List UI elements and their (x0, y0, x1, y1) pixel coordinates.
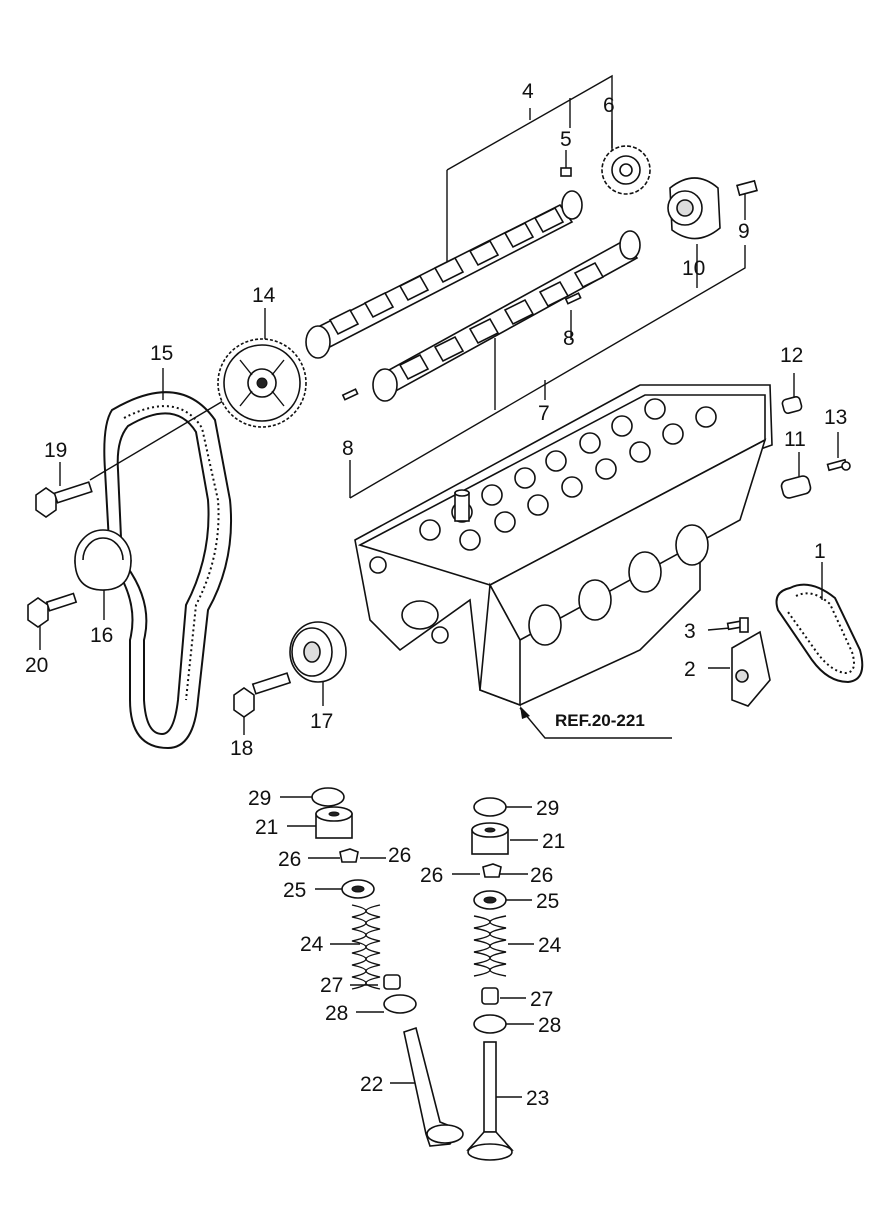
label-25-right: 25 (536, 890, 559, 913)
label-16: 16 (90, 624, 113, 647)
idler-pulley (289, 621, 347, 683)
intake-camshaft (305, 190, 583, 359)
spring-right (473, 915, 507, 977)
sensor-bolt (826, 458, 851, 472)
label-28-left: 28 (325, 1002, 348, 1025)
shim-left (311, 787, 345, 807)
cylinder-head (354, 384, 773, 707)
valve-train-exhaust (466, 797, 514, 1161)
belt-tensioner (74, 529, 132, 591)
seal-right (481, 987, 499, 1005)
chain-tensioner-bolt (726, 617, 749, 633)
label-5: 5 (560, 128, 572, 151)
label-27-right: 27 (530, 988, 553, 1011)
label-29-left: 29 (248, 787, 271, 810)
label-8-upper: 8 (563, 327, 575, 350)
cvvt-assembly (667, 177, 721, 240)
cvvt-bolt (736, 179, 758, 197)
label-24-left: 24 (300, 933, 324, 956)
label-6: 6 (603, 94, 615, 117)
dowel-pin-lower (341, 388, 359, 401)
idler-bolt (233, 672, 292, 718)
cam-sprocket (601, 145, 651, 195)
label-1: 1 (814, 540, 826, 563)
label-4: 4 (522, 80, 534, 103)
label-24-right: 24 (538, 934, 562, 957)
label-26-right-b: 26 (530, 864, 553, 887)
seal-left (383, 974, 401, 990)
cotter-right (482, 863, 502, 878)
spring-seat-left (383, 994, 417, 1014)
reference-label: REF.20-221 (555, 711, 645, 730)
label-19: 19 (44, 439, 67, 462)
label-11: 11 (784, 428, 806, 451)
exhaust-camshaft (372, 230, 641, 402)
valve-train-intake (311, 787, 464, 1147)
label-3: 3 (684, 620, 696, 643)
cotter-left (339, 848, 359, 863)
tensioner-bolt (27, 592, 78, 628)
label-28-right: 28 (538, 1014, 561, 1037)
label-22: 22 (360, 1073, 383, 1096)
label-12: 12 (780, 344, 803, 367)
label-15: 15 (150, 342, 173, 365)
label-18: 18 (230, 737, 253, 760)
oil-control-valve-plug (781, 396, 803, 414)
shim-right (473, 797, 507, 817)
label-14: 14 (252, 284, 276, 307)
chain-tensioner (731, 630, 771, 707)
label-26-left-b: 26 (388, 844, 411, 867)
label-21-right: 21 (542, 830, 565, 853)
part-labels: 4 5 6 9 10 8 8 7 12 13 11 14 15 19 16 20… (25, 80, 847, 1110)
cam-position-sensor (780, 475, 812, 499)
spring-seat-right (473, 1014, 507, 1034)
label-23: 23 (526, 1087, 549, 1110)
label-9: 9 (738, 220, 750, 243)
label-10: 10 (682, 257, 705, 280)
label-21-left: 21 (255, 816, 278, 839)
pulley-bolt (35, 481, 93, 518)
label-13: 13 (824, 406, 847, 429)
label-7: 7 (538, 402, 550, 425)
label-27-left: 27 (320, 974, 343, 997)
timing-chain (775, 583, 864, 684)
label-26-right-a: 26 (420, 864, 443, 887)
label-20: 20 (25, 654, 48, 677)
label-26-left-a: 26 (278, 848, 301, 871)
label-8-lower: 8 (342, 437, 354, 460)
camshaft-timing-pulley (217, 338, 307, 428)
exhaust-valve (483, 1041, 497, 1133)
label-25-left: 25 (283, 879, 306, 902)
label-17: 17 (310, 710, 333, 733)
label-2: 2 (684, 658, 696, 681)
dowel-pin-upper (564, 292, 582, 305)
spring-left (351, 904, 381, 990)
label-29-right: 29 (536, 797, 559, 820)
woodruff-key (560, 167, 572, 177)
